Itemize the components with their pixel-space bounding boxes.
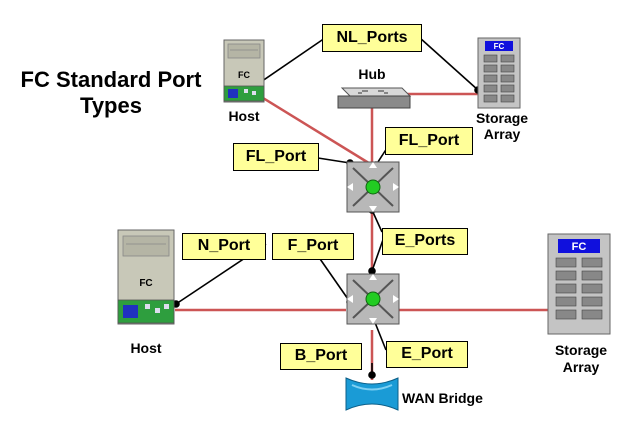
e-ports-label: E_Ports xyxy=(382,228,468,255)
e-port-label: E_Port xyxy=(386,341,468,368)
host-bottom-caption: Host xyxy=(130,340,162,356)
storage-top-icon: FC xyxy=(477,37,521,109)
storage-bottom-caption-line2: Array xyxy=(562,359,600,375)
host-bottom-fc-text: FC xyxy=(139,278,152,289)
storage-top-fc-text: FC xyxy=(494,42,505,51)
page-title: FC Standard Port Types xyxy=(20,67,202,118)
wan-bridge-icon xyxy=(345,377,399,411)
switch-bottom-icon xyxy=(346,273,400,325)
hub-caption: Hub xyxy=(358,66,386,82)
host-top-fc-text: FC xyxy=(238,70,250,80)
switch-top-icon xyxy=(346,161,400,213)
host-top-caption: Host xyxy=(228,108,260,124)
link-host-top-to-switch-top xyxy=(249,88,373,167)
nl-ports-label: NL_Ports xyxy=(322,24,422,52)
storage-bottom-caption-line1: Storage xyxy=(554,342,608,358)
wan-bridge-caption: WAN Bridge xyxy=(402,390,483,406)
storage-bottom-fc-text: FC xyxy=(572,241,587,253)
fl-port-right-label: FL_Port xyxy=(385,127,473,155)
host-top-icon: FC xyxy=(223,39,265,103)
f-port-label: F_Port xyxy=(272,233,354,260)
callout-leaders xyxy=(172,37,482,379)
fl-port-left-label: FL_Port xyxy=(233,143,319,171)
storage-bottom-icon: FC xyxy=(547,233,611,335)
storage-top-caption-line1: Storage xyxy=(475,110,529,126)
host-bottom-icon: FC xyxy=(117,229,175,325)
n-port-label: N_Port xyxy=(182,233,266,260)
hub-icon xyxy=(337,87,412,109)
b-port-label: B_Port xyxy=(280,343,362,370)
storage-top-caption-line2: Array xyxy=(483,126,521,142)
